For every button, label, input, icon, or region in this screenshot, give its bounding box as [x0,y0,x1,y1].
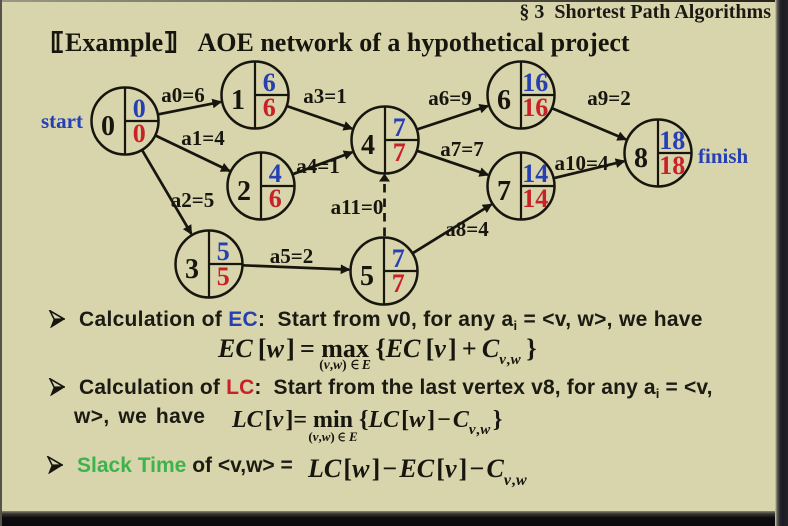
svg-text:a1=4: a1=4 [181,126,225,150]
svg-text:a0=6: a0=6 [161,83,204,107]
svg-text:6: 6 [263,68,276,97]
svg-text:a6=9: a6=9 [428,86,471,110]
svg-text:18: 18 [659,151,685,180]
svg-text:a2=5: a2=5 [171,188,214,212]
svg-text:5: 5 [217,262,230,291]
svg-text:16: 16 [522,93,548,122]
svg-text:5: 5 [360,261,374,292]
svg-text:7: 7 [497,176,511,207]
svg-text:8: 8 [634,143,648,174]
svg-text:14: 14 [522,184,548,213]
svg-text:a7=7: a7=7 [440,137,483,161]
svg-text:0: 0 [133,94,146,123]
svg-text:a8=4: a8=4 [445,217,489,241]
svg-text:a4=1: a4=1 [296,154,339,178]
svg-text:5: 5 [217,237,230,266]
svg-text:14: 14 [522,159,548,188]
svg-text:4: 4 [361,130,375,161]
svg-text:7: 7 [392,269,405,298]
svg-text:start: start [41,109,83,133]
svg-text:6: 6 [263,93,276,122]
svg-text:16: 16 [522,68,548,97]
svg-text:7: 7 [392,244,405,273]
svg-text:7: 7 [393,113,406,142]
svg-text:a10=4: a10=4 [555,151,609,175]
svg-text:a11=0: a11=0 [331,195,384,219]
svg-text:3: 3 [185,254,199,285]
svg-text:finish: finish [698,144,749,168]
svg-text:0: 0 [133,119,146,148]
svg-text:0: 0 [101,111,115,142]
svg-text:7: 7 [393,138,406,167]
svg-text:1: 1 [231,85,245,116]
svg-text:6: 6 [269,184,282,213]
svg-text:a5=2: a5=2 [270,244,313,268]
svg-text:18: 18 [659,126,685,155]
svg-text:6: 6 [497,85,511,116]
svg-text:2: 2 [237,176,251,207]
svg-text:a3=1: a3=1 [303,84,346,108]
svg-text:a9=2: a9=2 [587,86,630,110]
svg-text:4: 4 [269,159,282,188]
